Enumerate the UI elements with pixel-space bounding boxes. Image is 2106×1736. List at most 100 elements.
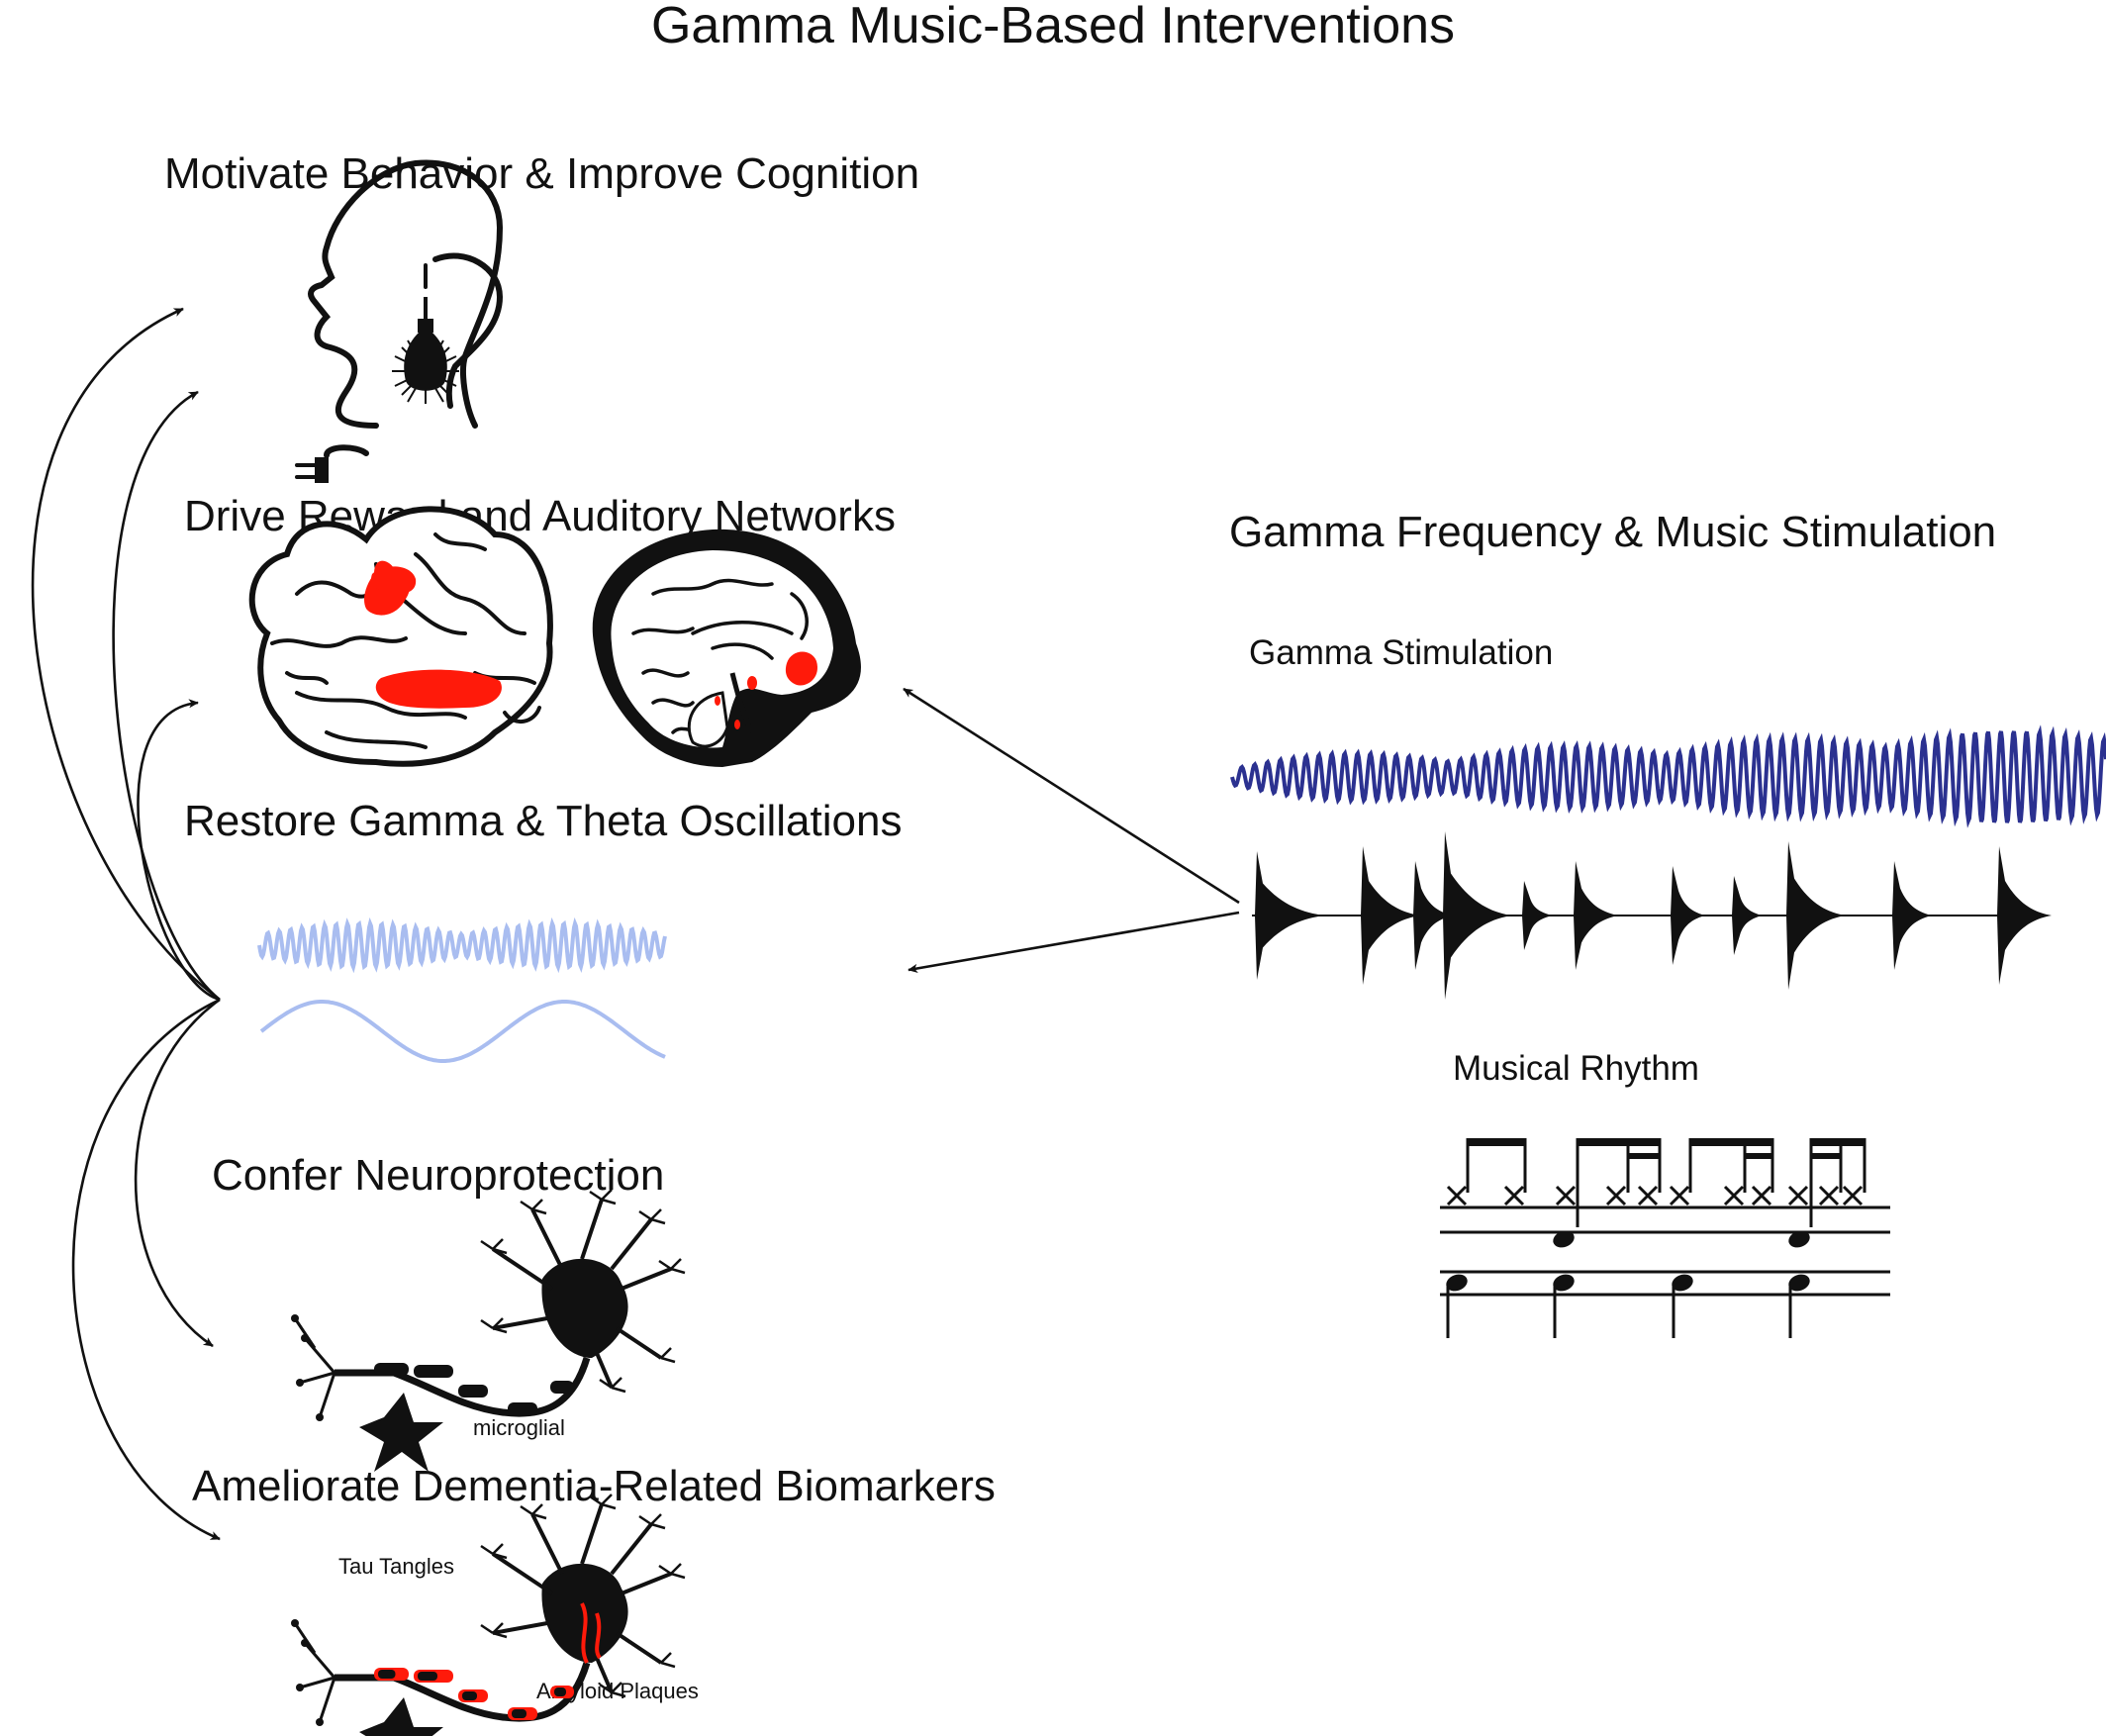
- audio-burst: [1786, 841, 1846, 990]
- dendrite-tip: [658, 1258, 686, 1275]
- dendrite-tip: [520, 1503, 547, 1520]
- myelin-core: [554, 1688, 566, 1696]
- label-confer-neuroprotection: Confer Neuroprotection: [212, 1151, 665, 1200]
- dendrite: [580, 1503, 604, 1565]
- note-beam: [1811, 1153, 1841, 1159]
- note-head: [1788, 1274, 1810, 1292]
- note-beam: [1628, 1153, 1660, 1159]
- note-beam: [1468, 1138, 1525, 1146]
- dendrite-tip: [648, 1347, 676, 1364]
- arrow-to-cognition: [31, 307, 221, 1002]
- head-lightbulb-icon: [295, 159, 504, 483]
- note-head: [1788, 1230, 1810, 1248]
- hihat-note: [1555, 1185, 1577, 1206]
- audio-burst: [1574, 861, 1618, 970]
- brain-lateral-icon: [248, 506, 553, 767]
- label-gamma-music-stimulation: Gamma Frequency & Music Stimulation: [1229, 508, 1997, 556]
- dendrite-tip: [520, 1199, 547, 1215]
- audio-burst: [1671, 866, 1705, 965]
- terminal-bouton: [291, 1314, 299, 1322]
- dendrite-tip: [480, 1317, 508, 1334]
- hihat-note: [1446, 1185, 1468, 1206]
- myelin-segment: [414, 1365, 453, 1378]
- terminal-bouton: [316, 1718, 324, 1726]
- lightbulb-icon: [392, 297, 459, 404]
- microglia-cell: [359, 1697, 443, 1736]
- axon: [335, 1356, 591, 1417]
- axon-terminal: [318, 1677, 336, 1723]
- axon: [335, 1661, 591, 1722]
- gamma-stimulation-wave: [1230, 724, 2106, 828]
- hihat-note: [1669, 1185, 1690, 1206]
- audio-waveform: [1252, 831, 2052, 1000]
- diseased-neuron-icon: [291, 1494, 686, 1736]
- dendrite-tip: [599, 1377, 626, 1394]
- dendrite-tip: [589, 1494, 617, 1510]
- note-beam: [1578, 1138, 1660, 1146]
- dendrite: [580, 1199, 604, 1260]
- audio-burst: [1443, 831, 1512, 1000]
- cell-body: [541, 1258, 628, 1358]
- audio-burst: [1997, 846, 2052, 985]
- dendrite: [595, 1352, 614, 1389]
- axon-terminal: [293, 1622, 317, 1654]
- dendrite: [492, 1316, 548, 1330]
- arrow-to-neuroprotection: [134, 998, 221, 1348]
- label-gamma-stimulation: Gamma Stimulation: [1249, 633, 1554, 672]
- brain-sagittal-icon: [592, 529, 861, 767]
- dendrite-tip: [658, 1563, 686, 1580]
- dendrite-tip: [648, 1652, 676, 1669]
- microglia-cell: [359, 1393, 443, 1472]
- note-head: [1553, 1274, 1575, 1292]
- dendrite: [610, 1522, 653, 1576]
- audio-burst: [1413, 861, 1453, 970]
- arrow-to-biomarkers: [71, 998, 221, 1541]
- label-motivate-behavior: Motivate Behavior & Improve Cognition: [164, 149, 920, 198]
- dendrite-tip: [480, 1622, 508, 1639]
- dendrite-tip: [599, 1682, 626, 1698]
- dendrite: [491, 1247, 554, 1291]
- audio-burst: [1522, 881, 1552, 950]
- dendrite-tip: [638, 1513, 666, 1530]
- myelin-core: [378, 1670, 396, 1679]
- note-beam: [1690, 1138, 1772, 1146]
- myelin-core: [512, 1709, 526, 1718]
- dendrite-tip: [638, 1208, 666, 1225]
- dendrite-tip: [480, 1543, 508, 1560]
- audio-burst: [1892, 861, 1932, 970]
- hihat-note: [1605, 1185, 1627, 1206]
- dendrite: [621, 1572, 672, 1595]
- myelin-core: [462, 1691, 477, 1700]
- note-head: [1446, 1274, 1468, 1292]
- myelin-segment: [508, 1402, 537, 1415]
- label-tau-tangles: Tau Tangles: [338, 1554, 455, 1579]
- hihat-note: [1751, 1185, 1772, 1206]
- terminal-bouton: [296, 1379, 304, 1387]
- dendrite: [595, 1657, 614, 1693]
- audio-burst: [1361, 846, 1420, 985]
- note-beam: [1811, 1138, 1865, 1146]
- gamma-oscillation-wave: [257, 916, 667, 974]
- hihat-note: [1503, 1185, 1525, 1206]
- axon-terminal: [299, 1676, 335, 1689]
- drum-notation-icon: [1440, 1138, 1890, 1338]
- arrow-to-reward: [112, 390, 221, 1002]
- tau-tangle: [580, 1602, 602, 1664]
- label-microglial: microglial: [473, 1415, 565, 1440]
- hihat-note: [1818, 1185, 1840, 1206]
- axon-terminal: [303, 1337, 336, 1374]
- axon-terminal: [303, 1642, 336, 1679]
- arrow-to-oscillations: [137, 699, 221, 1002]
- myelin-segment: [550, 1381, 574, 1394]
- hihat-note: [1842, 1185, 1864, 1206]
- dendrite: [492, 1621, 548, 1635]
- arrow-to-oscillations-right: [908, 911, 1240, 973]
- axon-terminal: [318, 1372, 336, 1418]
- note-head: [1672, 1274, 1693, 1292]
- audio-burst: [1255, 851, 1324, 980]
- dendrite: [491, 1552, 554, 1595]
- dendrite: [530, 1513, 564, 1575]
- terminal-bouton: [291, 1619, 299, 1627]
- hihat-note: [1787, 1185, 1809, 1206]
